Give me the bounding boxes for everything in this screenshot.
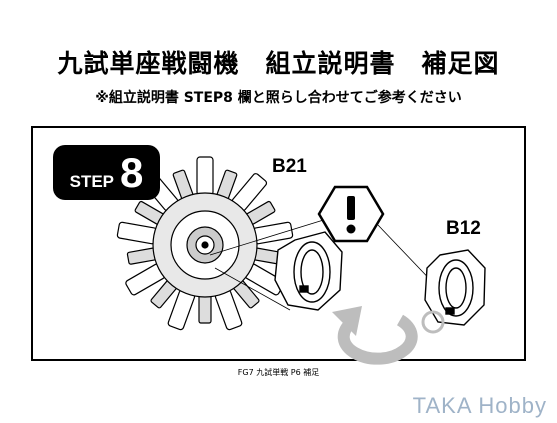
page-subtitle: ※組立説明書 STEP8 欄と照らし合わせてご参考ください bbox=[95, 90, 462, 106]
part-b12-drawing bbox=[424, 249, 486, 326]
rotate-arrow-icon bbox=[332, 306, 445, 365]
illustration-frame bbox=[31, 126, 526, 361]
step-number: 8 bbox=[120, 149, 144, 196]
step-word: STEP bbox=[69, 172, 115, 191]
watermark: TAKA Hobby bbox=[412, 393, 547, 418]
warning-hexagon-icon bbox=[317, 185, 385, 243]
step-badge: STEP 8 bbox=[53, 145, 160, 200]
page-title: 九試単座戦闘機 組立説明書 補足図 bbox=[57, 49, 500, 78]
part-label-b12: B12 bbox=[446, 218, 481, 239]
part-label-b21: B21 bbox=[272, 156, 307, 177]
figure-caption: FG7 九試単戦 P6 補足 bbox=[237, 368, 320, 377]
part-b21-drawing bbox=[274, 231, 343, 311]
